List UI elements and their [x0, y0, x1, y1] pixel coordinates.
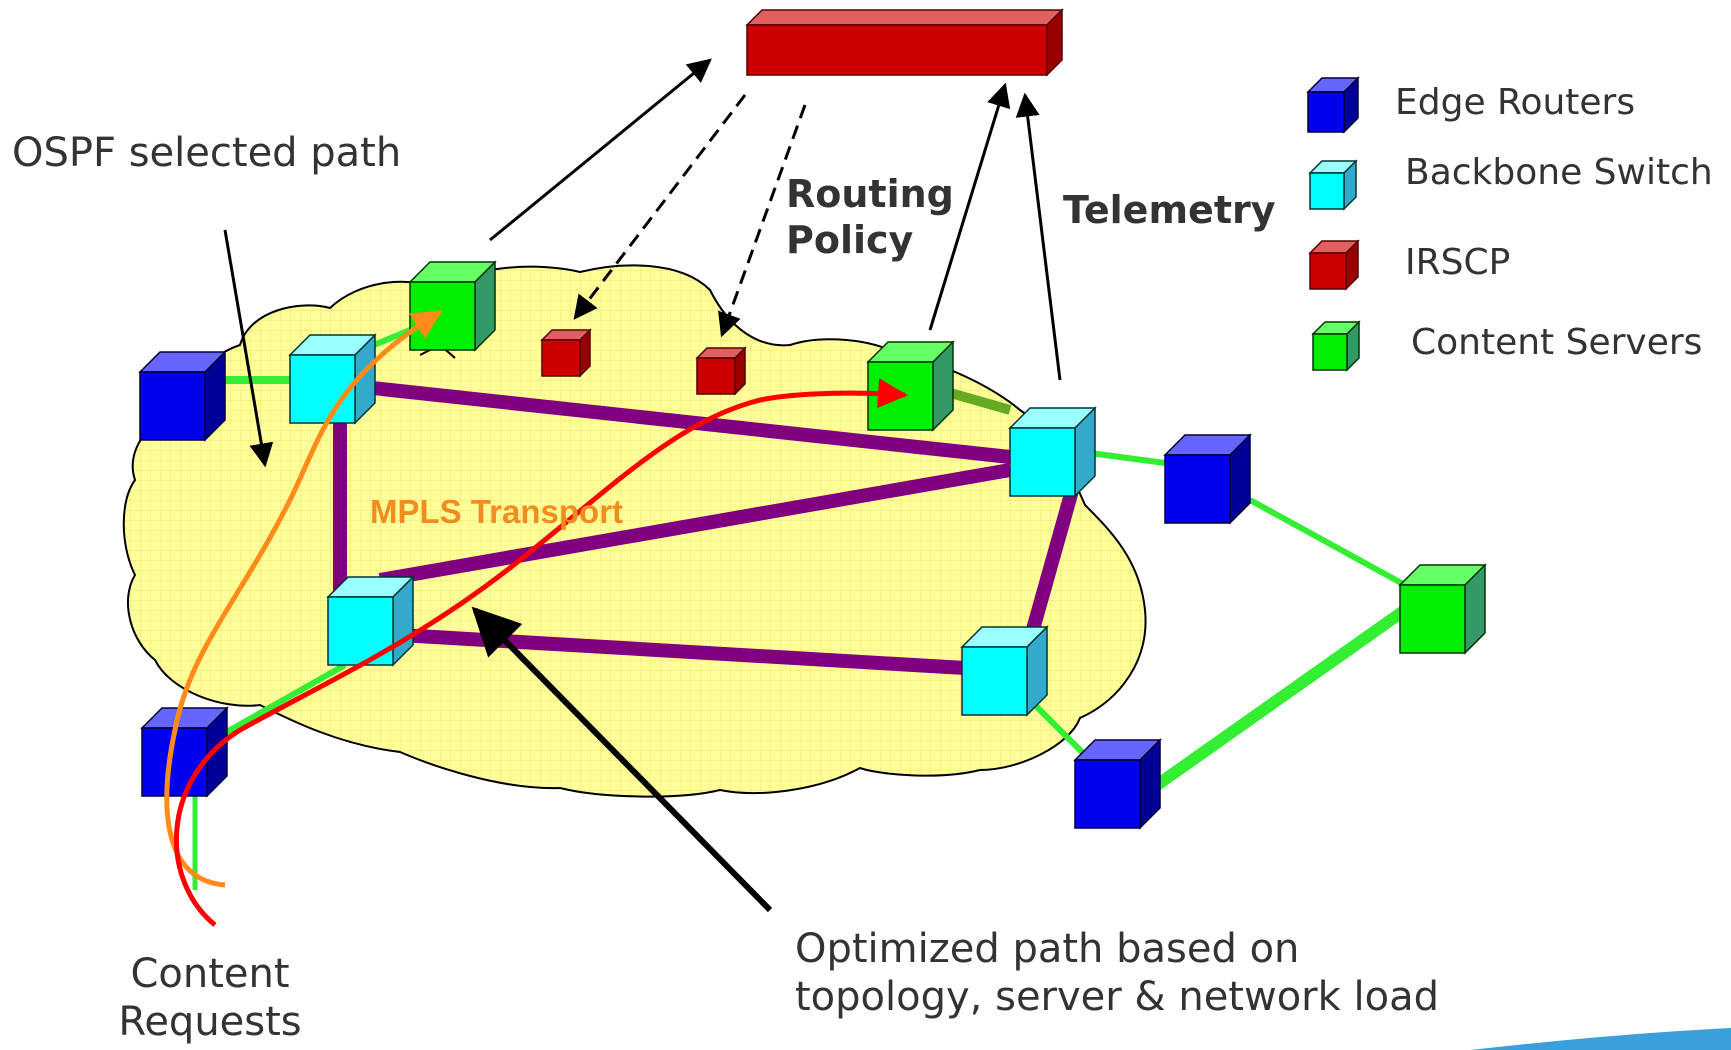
routing-policy-arrows — [573, 94, 807, 338]
routing-policy-line2: Policy — [786, 217, 914, 262]
edge-router-node-bottom-right — [1073, 738, 1162, 830]
legend-content-server-icon — [1311, 320, 1361, 372]
routing-policy-label: Routing Policy — [786, 172, 954, 263]
optimized-path — [173, 378, 908, 927]
legend-irscp-label: IRSCP — [1405, 242, 1511, 283]
optimized-path-label: Optimized path based on topology, server… — [795, 925, 1439, 1021]
legend-edge-routers-label: Edge Routers — [1395, 82, 1636, 123]
legend-backbone-switch-label: Backbone Switch — [1405, 152, 1713, 193]
irscp-node-2 — [695, 346, 747, 396]
backbone-switch-node-bottom-left — [326, 575, 415, 667]
content-requests-label: Content Requests — [110, 950, 310, 1046]
routing-policy-line1: Routing — [786, 172, 954, 216]
edge-router-node-top-left — [138, 350, 227, 442]
irscp-controller-bar — [745, 8, 1064, 77]
decorative-swoosh — [1470, 1028, 1731, 1050]
legend-irscp-icon — [1308, 239, 1360, 291]
mpls-transport-label: MPLS Transport — [370, 493, 624, 530]
optimized-line1: Optimized path based on — [795, 926, 1300, 972]
backbone-switch-node-right — [1008, 406, 1097, 498]
ospf-path — [164, 309, 443, 888]
access-links — [192, 327, 1409, 890]
telemetry-label: Telemetry — [1063, 188, 1276, 232]
content-requests-line2: Requests — [118, 999, 302, 1045]
content-server-node-right — [1398, 563, 1487, 655]
backbone-switch-node-bottom-right — [960, 625, 1049, 717]
control-arrows — [223, 58, 1062, 913]
content-server-node-top-left — [408, 260, 497, 352]
content-requests-line1: Content — [130, 951, 290, 997]
ospf-label: OSPF selected path — [12, 130, 402, 176]
edge-router-node-right — [1163, 433, 1252, 525]
legend-content-servers-label: Content Servers — [1411, 322, 1703, 363]
content-server-node-center — [866, 340, 955, 432]
backbone-switch-node-top-left — [288, 333, 377, 425]
optimized-line2: topology, server & network load — [795, 974, 1439, 1020]
irscp-node-1 — [540, 328, 592, 378]
legend-backbone-switch-icon — [1308, 159, 1358, 211]
legend-edge-router-icon — [1306, 76, 1360, 134]
